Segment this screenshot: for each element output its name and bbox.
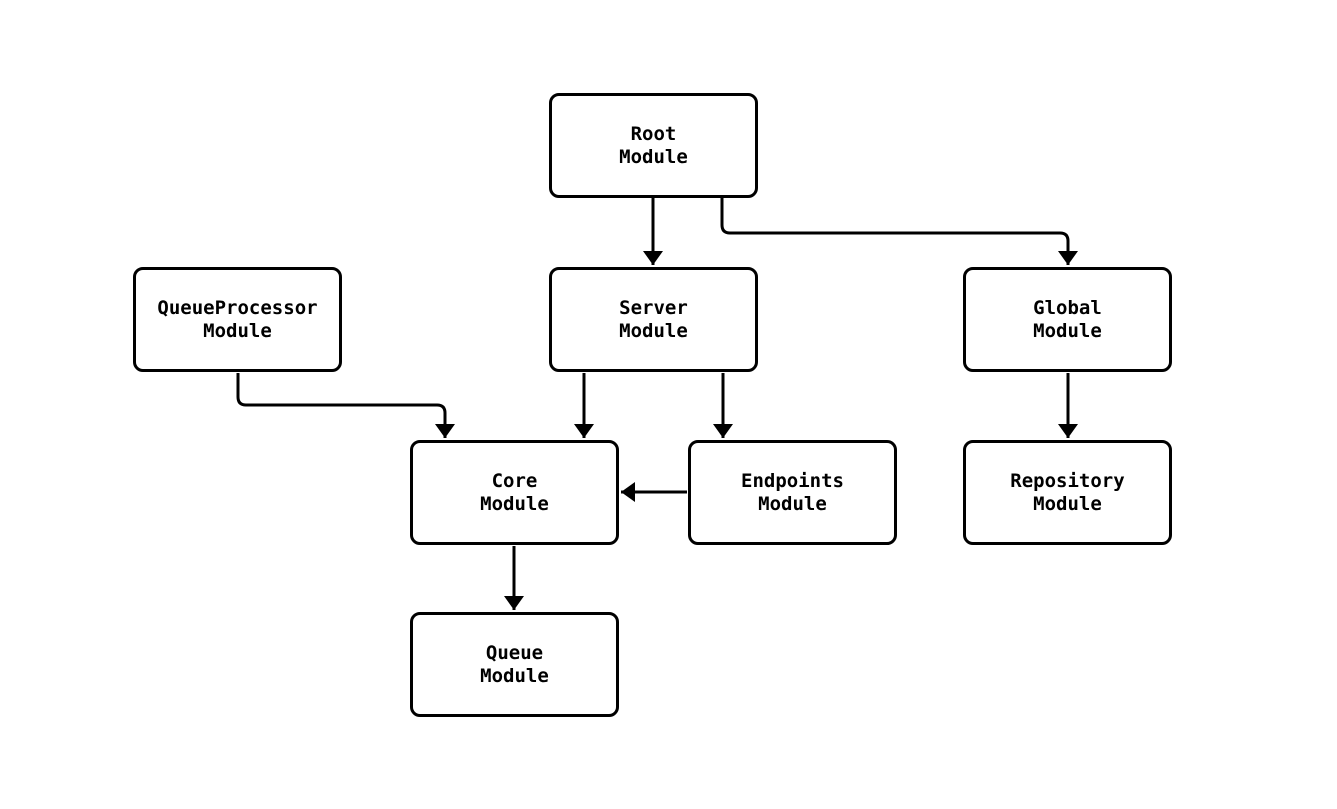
node-label-line: Queue — [485, 641, 544, 664]
node-label-line: Module — [619, 145, 688, 168]
node-label-line: Root — [630, 122, 677, 145]
node-label-line: Module — [758, 492, 827, 515]
node-label-line: Server — [619, 296, 688, 319]
edge-queueprocessor-to-core — [236, 373, 455, 438]
node-label-line: QueueProcessor — [157, 296, 318, 319]
node-root-module: Root Module — [549, 93, 758, 198]
edge-root-to-global — [720, 198, 1078, 265]
node-queue-module: Queue Module — [410, 612, 619, 717]
node-repository-module: Repository Module — [963, 440, 1172, 545]
node-core-module: Core Module — [410, 440, 619, 545]
node-endpoints-module: Endpoints Module — [688, 440, 897, 545]
node-label-line: Module — [480, 492, 549, 515]
node-label-line: Global — [1033, 296, 1102, 319]
node-label-line: Module — [619, 319, 688, 342]
node-server-module: Server Module — [549, 267, 758, 372]
node-label-line: Module — [203, 319, 272, 342]
node-label-line: Core — [491, 469, 538, 492]
node-label-line: Module — [1033, 492, 1102, 515]
node-label-line: Endpoints — [741, 469, 844, 492]
node-label-line: Module — [480, 664, 549, 687]
node-label-line: Repository — [1010, 469, 1125, 492]
node-queueprocessor-module: QueueProcessor Module — [133, 267, 342, 372]
node-global-module: Global Module — [963, 267, 1172, 372]
node-label-line: Module — [1033, 319, 1102, 342]
